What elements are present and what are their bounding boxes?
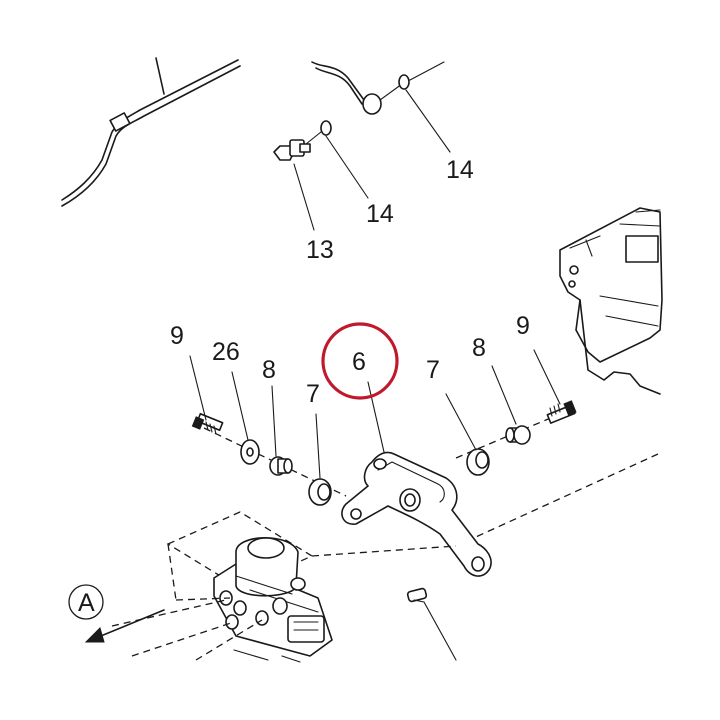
- mounting-bracket-6: [341, 451, 492, 577]
- grommet-7-left: [308, 478, 332, 506]
- view-arrow: [84, 609, 165, 643]
- hydraulic-unit: [166, 511, 457, 663]
- washer-14-lower: [320, 120, 332, 136]
- callout-9-left: 9: [170, 322, 184, 350]
- banjo-pipe: [311, 61, 403, 115]
- bushing-8-right: [505, 425, 531, 445]
- callout-6: 6: [352, 348, 366, 376]
- callout-14-upper: 14: [446, 156, 474, 184]
- view-marker-a: A: [68, 584, 104, 620]
- callout-8-left: 8: [262, 356, 276, 384]
- engine-bracket: [455, 207, 663, 547]
- brake-pipe: [61, 57, 241, 207]
- grommet-7-right: [466, 448, 490, 476]
- screw-lower: [406, 587, 457, 661]
- callout-13: 13: [306, 236, 334, 264]
- callout-26: 26: [212, 338, 240, 366]
- banjo-bolt: [273, 127, 327, 161]
- bolt-9-right: [546, 400, 577, 424]
- callout-14-lower: 14: [366, 200, 394, 228]
- view-marker-a-label: A: [78, 589, 95, 617]
- washer-14-upper: [398, 74, 410, 90]
- callout-7-right: 7: [426, 356, 440, 384]
- callout-6-highlight: [321, 322, 399, 400]
- callout-9-right: 9: [516, 312, 530, 340]
- washer-26: [240, 439, 260, 465]
- callout-7-left: 7: [306, 380, 320, 408]
- callout-8-right: 8: [472, 334, 486, 362]
- bushing-8-left: [269, 456, 293, 476]
- bolt-9-left: [191, 412, 224, 435]
